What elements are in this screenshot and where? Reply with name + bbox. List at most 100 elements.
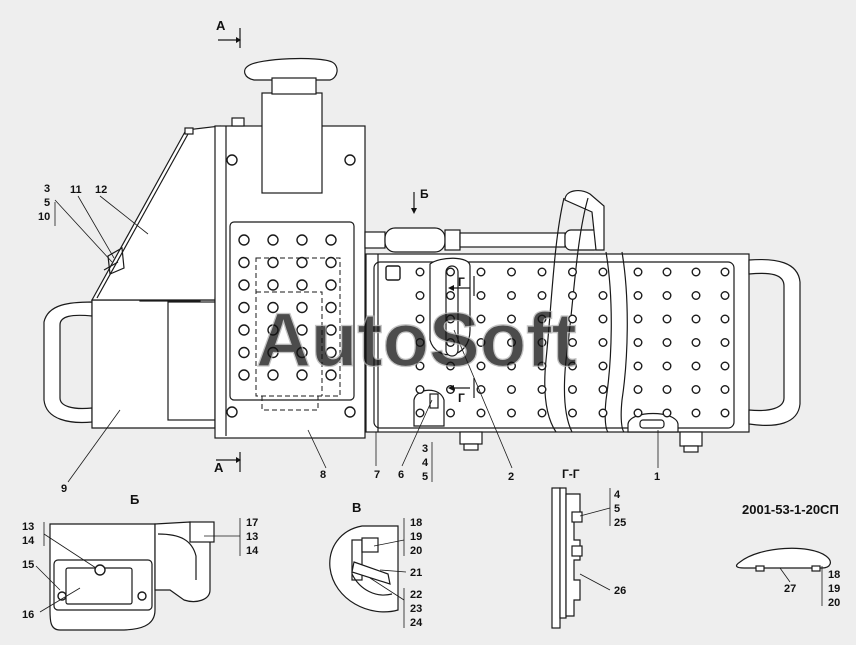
perforation-hole — [720, 338, 730, 348]
perforation-hole — [537, 314, 547, 324]
callout-11: 11 — [70, 184, 82, 196]
perforation-hole — [325, 346, 337, 359]
callout-15: 15 — [22, 559, 34, 571]
perforation-hole — [296, 301, 308, 314]
callout-20-v: 20 — [410, 545, 422, 557]
perforation-hole — [662, 385, 672, 395]
callout-10: 10 — [38, 211, 50, 223]
perforation-hole — [415, 267, 425, 277]
section-a-bottom-label: А — [214, 460, 224, 475]
perforation-hole — [325, 301, 337, 314]
perforation-hole — [720, 267, 730, 277]
perforation-hole — [568, 361, 578, 371]
perforation-hole — [476, 267, 486, 277]
perforation-hole — [267, 279, 279, 291]
callout-2: 2 — [508, 471, 514, 483]
perforation-hole — [507, 267, 517, 277]
callout-16: 16 — [22, 609, 34, 621]
perforation-hole — [267, 346, 279, 359]
perforation-hole — [633, 338, 643, 348]
perforation-hole — [267, 234, 279, 246]
perforation-hole — [662, 361, 672, 371]
main-callouts: 3 5 10 11 12 9 8 7 6 3 4 5 2 1 — [38, 183, 660, 495]
callout-19-v: 19 — [410, 531, 422, 543]
drawing-code: 2001-53-1-20СП — [742, 502, 839, 517]
perforation-hole — [720, 408, 730, 418]
perforation-hole — [507, 291, 517, 301]
callout-24: 24 — [410, 617, 423, 629]
perforation-hole — [446, 338, 456, 348]
perforation-hole — [720, 361, 730, 371]
perforation-hole — [476, 361, 486, 371]
callout-21: 21 — [410, 567, 422, 579]
perforation-hole — [476, 291, 486, 301]
main-tool-box — [365, 197, 801, 453]
callout-26: 26 — [614, 585, 626, 597]
perforation-hole — [598, 291, 608, 301]
perforation-hole — [507, 361, 517, 371]
callout-13-right: 13 — [246, 531, 258, 543]
callout-5b: 5 — [422, 471, 428, 483]
perforation-hole — [568, 267, 578, 277]
perforation-hole — [415, 338, 425, 348]
perforation-hole — [507, 314, 517, 324]
perforation-hole — [633, 361, 643, 371]
view-b-arrow-label: Б — [420, 187, 429, 201]
perforation-hole — [691, 267, 701, 277]
perforation-hole — [325, 234, 337, 246]
perforation-hole — [476, 338, 486, 348]
perforation-hole — [476, 385, 486, 395]
callout-14-left: 14 — [22, 535, 35, 547]
perforation-hole — [598, 385, 608, 395]
callout-12: 12 — [95, 184, 107, 196]
connecting-pipe — [364, 190, 605, 253]
perforation-hole — [446, 267, 456, 277]
perforation-hole — [598, 267, 608, 277]
perforation-hole — [325, 279, 337, 291]
perforation-hole — [238, 256, 250, 269]
perforation-hole — [691, 291, 701, 301]
callout-25: 25 — [614, 517, 626, 529]
perforation-hole — [267, 324, 279, 336]
perforation-hole — [476, 314, 486, 324]
callout-3: 3 — [44, 183, 50, 195]
perforation-hole — [296, 234, 308, 246]
perforation-hole — [537, 385, 547, 395]
perforation-hole — [415, 385, 425, 395]
perforation-hole — [537, 408, 547, 418]
callout-14-right: 14 — [246, 545, 259, 557]
perforation-hole — [446, 361, 456, 371]
perforation-hole — [415, 361, 425, 371]
perforation-hole — [662, 267, 672, 277]
callout-18-v: 18 — [410, 517, 422, 529]
perforation-hole — [296, 256, 308, 269]
perforation-hole — [568, 314, 578, 324]
perforation-hole — [415, 408, 425, 418]
callout-8: 8 — [320, 469, 326, 481]
callout-1: 1 — [654, 471, 660, 483]
perforation-hole — [238, 346, 250, 359]
callout-18-cap: 18 — [828, 569, 840, 581]
view-v: В 18 19 20 21 22 23 24 — [329, 500, 423, 629]
perforation-hole — [238, 279, 250, 291]
callout-17: 17 — [246, 517, 258, 529]
perforation-hole — [507, 408, 517, 418]
perforation-hole — [662, 314, 672, 324]
perforation-hole — [662, 291, 672, 301]
cap-detail: 18 19 20 27 — [735, 547, 840, 609]
perforation-hole — [537, 291, 547, 301]
perforation-hole — [598, 338, 608, 348]
perforation-hole — [633, 267, 643, 277]
perforation-hole — [415, 314, 425, 324]
perforation-hole — [537, 338, 547, 348]
callout-22: 22 — [410, 589, 422, 601]
perforation-hole — [415, 291, 425, 301]
perforation-hole — [446, 314, 456, 324]
perforation-holes — [238, 234, 730, 418]
callout-4b: 4 — [422, 457, 429, 469]
perforation-hole — [537, 361, 547, 371]
left-tool-box — [43, 292, 216, 429]
perforation-hole — [598, 408, 608, 418]
perforation-hole — [568, 291, 578, 301]
perforation-hole — [633, 291, 643, 301]
